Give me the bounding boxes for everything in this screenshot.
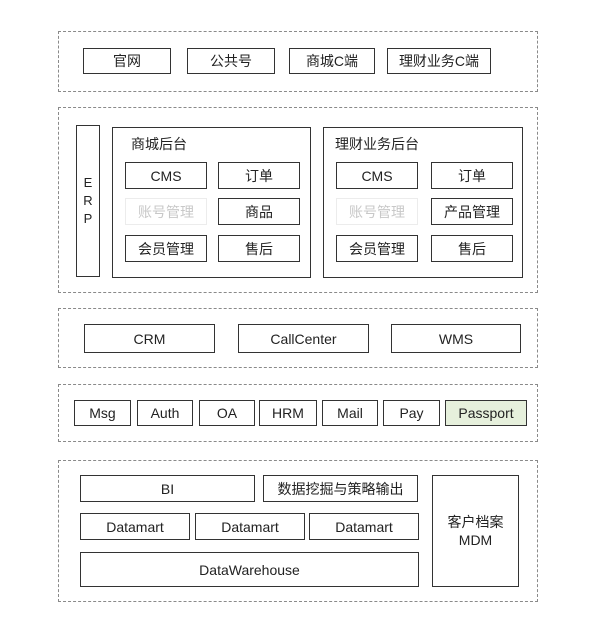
service-callcenter: CallCenter bbox=[238, 324, 369, 353]
service-wms: WMS bbox=[391, 324, 521, 353]
platform-auth: Auth bbox=[137, 400, 193, 426]
mdm-label: MDM bbox=[458, 532, 493, 548]
finance-order: 订单 bbox=[431, 162, 513, 189]
mall-order: 订单 bbox=[218, 162, 300, 189]
service-crm: CRM bbox=[84, 324, 215, 353]
data-bi: BI bbox=[80, 475, 255, 502]
customer-profile-label: 客户档案 bbox=[447, 514, 504, 530]
mall-account-mgmt: 账号管理 bbox=[125, 198, 207, 225]
mall-member-mgmt: 会员管理 bbox=[125, 235, 207, 262]
erp-box: E R P bbox=[76, 125, 100, 277]
finance-account-mgmt: 账号管理 bbox=[336, 198, 418, 225]
erp-letter: P bbox=[83, 211, 93, 226]
data-warehouse: DataWarehouse bbox=[80, 552, 419, 587]
channel-official-site: 官网 bbox=[83, 48, 171, 74]
erp-letter: E bbox=[83, 175, 93, 190]
datamart-3: Datamart bbox=[309, 513, 419, 540]
platform-mail: Mail bbox=[322, 400, 378, 426]
mall-backend-panel: 商城后台 CMS 订单 账号管理 商品 会员管理 售后 bbox=[112, 127, 311, 278]
platform-passport: Passport bbox=[445, 400, 527, 426]
platform-pay: Pay bbox=[383, 400, 440, 426]
mall-after-sales: 售后 bbox=[218, 235, 300, 262]
layer-platform: Msg Auth OA HRM Mail Pay Passport bbox=[58, 384, 538, 442]
platform-msg: Msg bbox=[74, 400, 131, 426]
finance-backend-panel: 理财业务后台 CMS 订单 账号管理 产品管理 会员管理 售后 bbox=[323, 127, 523, 278]
datamart-2: Datamart bbox=[195, 513, 305, 540]
finance-cms: CMS bbox=[336, 162, 418, 189]
mall-goods: 商品 bbox=[218, 198, 300, 225]
layer-services: CRM CallCenter WMS bbox=[58, 308, 538, 368]
data-mining-strategy: 数据挖掘与策略输出 bbox=[263, 475, 418, 502]
finance-backend-title: 理财业务后台 bbox=[335, 136, 419, 152]
finance-product-mgmt: 产品管理 bbox=[431, 198, 513, 225]
datamart-1: Datamart bbox=[80, 513, 190, 540]
platform-hrm: HRM bbox=[259, 400, 317, 426]
mall-cms: CMS bbox=[125, 162, 207, 189]
channel-mall-c: 商城C端 bbox=[289, 48, 375, 74]
platform-oa: OA bbox=[199, 400, 255, 426]
finance-after-sales: 售后 bbox=[431, 235, 513, 262]
layer-backoffice: E R P 商城后台 CMS 订单 账号管理 商品 会员管理 售后 理财业务后台… bbox=[58, 107, 538, 293]
mall-backend-title: 商城后台 bbox=[131, 136, 187, 152]
erp-letter: R bbox=[83, 193, 93, 208]
customer-mdm: 客户档案 MDM bbox=[432, 475, 519, 587]
layer-data: BI 数据挖掘与策略输出 Datamart Datamart Datamart … bbox=[58, 460, 538, 602]
channel-public-account: 公共号 bbox=[187, 48, 275, 74]
finance-member-mgmt: 会员管理 bbox=[336, 235, 418, 262]
layer-frontend: 官网 公共号 商城C端 理财业务C端 bbox=[58, 31, 538, 92]
channel-finance-c: 理财业务C端 bbox=[387, 48, 491, 74]
